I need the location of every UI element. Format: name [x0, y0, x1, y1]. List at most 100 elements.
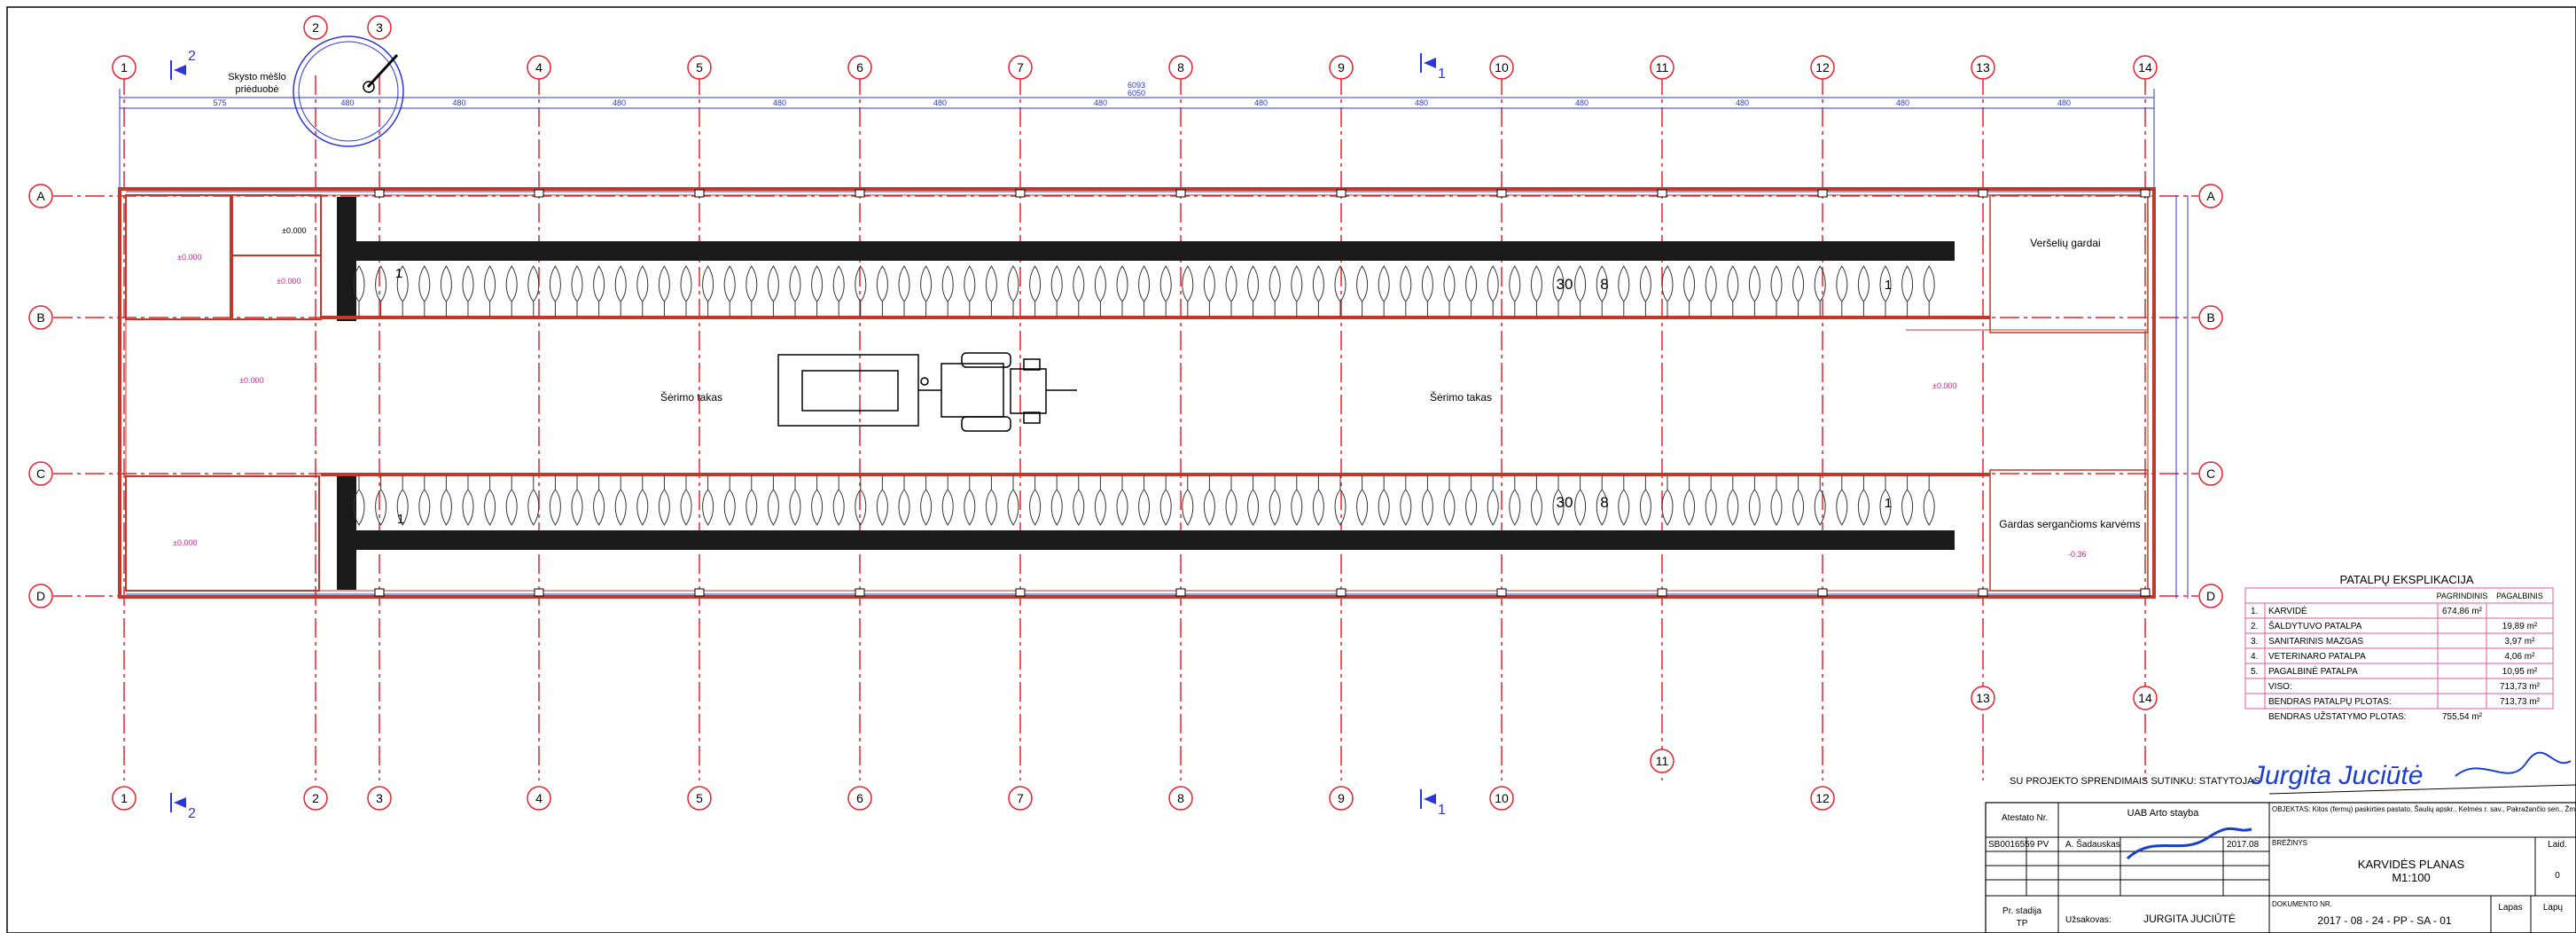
stall-cow-top — [920, 265, 933, 317]
grid-bubble — [367, 786, 392, 811]
stall-cow-top — [1291, 265, 1303, 317]
grid-bubble — [1168, 55, 1193, 80]
dim-span: 480 — [452, 98, 465, 107]
grid-label-7: 7 — [1017, 791, 1024, 805]
stall-cow-bottom — [1443, 475, 1456, 526]
level-5: ±0.000 — [173, 538, 197, 547]
grid-label-A: A — [2206, 189, 2215, 203]
grid-label-D: D — [36, 589, 45, 603]
stall-cow-bottom — [636, 475, 649, 526]
stall-cow-bottom — [527, 475, 540, 526]
stall-cow-bottom — [1116, 475, 1128, 526]
stall-cow-bottom — [1923, 475, 1935, 526]
stall-cow-top — [1421, 265, 1433, 317]
tractor-drawing — [777, 352, 1077, 432]
grid-label-12: 12 — [1815, 60, 1830, 74]
stall-cow-top — [1727, 265, 1739, 317]
section-mark-1-bottom: 1 — [1438, 803, 1446, 818]
stall-cow-bottom — [855, 475, 867, 526]
grid-bubble — [2198, 584, 2223, 608]
stage-label: Pr. stadija — [2002, 906, 2041, 916]
client-name: JURGITA JUCIŪTĖ — [2143, 913, 2236, 925]
stall-cow-top — [614, 265, 627, 317]
dim-span: 480 — [933, 98, 947, 107]
stall-cow-bottom — [680, 475, 692, 526]
stall-cow-top — [1247, 265, 1260, 317]
stall-label-1r: 1 — [1885, 278, 1892, 293]
calf-pens-label: Veršelių gardai — [2030, 237, 2100, 249]
stall-cow-top — [941, 265, 954, 317]
stall-cow-bottom — [1203, 475, 1215, 526]
stall-cow-top — [1268, 265, 1281, 317]
grid-label-2: 2 — [312, 791, 319, 805]
stall-cow-bottom — [1291, 475, 1303, 526]
grid-bubble — [1971, 686, 1995, 710]
object-text: OBJEKTAS: Kitos (fermų) paskirties pasta… — [2272, 805, 2576, 813]
designer: A. Šadauskas — [2065, 838, 2120, 850]
stall-cow-top — [440, 265, 452, 317]
stall-cow-bottom — [1029, 475, 1042, 526]
stall-cow-top — [1770, 265, 1783, 317]
stall-cow-top — [1639, 265, 1651, 317]
section-markers: 2 1 2 1 — [170, 49, 1446, 821]
grid-bubble — [367, 15, 392, 40]
stall-cow-top — [571, 265, 583, 317]
section-mark-2-top: 2 — [188, 49, 196, 64]
stall-cow-top — [811, 265, 824, 317]
column-mark — [1015, 189, 1026, 198]
stall-cow-top — [1465, 265, 1478, 317]
dim-span: 480 — [2057, 98, 2071, 107]
stall-cow-bottom — [1901, 475, 1914, 526]
stall-cow-bottom — [658, 475, 670, 526]
grid-label-9: 9 — [1338, 791, 1345, 805]
dim-span: 480 — [613, 98, 626, 107]
explication-name: PAGALBINĖ PATALPA — [2268, 665, 2358, 677]
column-mark — [2140, 189, 2151, 198]
stall-cow-top — [745, 265, 758, 317]
grid-label-13: 13 — [1976, 60, 1990, 74]
dim-span: 480 — [1254, 98, 1268, 107]
grid-label-3: 3 — [376, 791, 383, 805]
explication-name: VISO: — [2268, 682, 2292, 692]
stall-cow-bottom — [571, 475, 583, 526]
explication-no: 3. — [2251, 637, 2258, 647]
stall-cow-bottom — [1574, 475, 1587, 526]
grid-label-8: 8 — [1177, 791, 1184, 805]
grid-label-D: D — [2206, 589, 2215, 603]
explication-footer-label: BENDRAS UŽSTATYMO PLOTAS: — [2268, 710, 2407, 722]
explication-name: VETERINARO PATALPA — [2268, 652, 2366, 662]
explication-name: KARVIDĖ — [2268, 605, 2307, 616]
stall-label-30: 30 — [1557, 276, 1573, 293]
stall-cow-bottom — [418, 475, 431, 526]
stall-cow-bottom — [1509, 475, 1521, 526]
grid-bubble — [2198, 184, 2223, 208]
client-label: Užsakovas: — [2065, 915, 2112, 925]
grid-bubble — [28, 305, 53, 330]
stall-cow-top — [1530, 265, 1542, 317]
column-mark — [374, 588, 385, 597]
stall-cow-top — [484, 265, 496, 317]
dim-span: 480 — [1736, 98, 1749, 107]
explication-header-main: PAGRINDINIS — [2437, 592, 2488, 600]
client-signature: Jurgita Juciūtė — [2251, 761, 2423, 790]
stall-cow-top — [1443, 265, 1456, 317]
stall-cow-bottom — [964, 475, 976, 526]
level-3: ±0.000 — [277, 277, 301, 286]
column-mark — [534, 189, 544, 198]
design-date: 2017.08 — [2227, 840, 2260, 850]
explication-no: 5. — [2251, 667, 2258, 677]
column-mark — [855, 588, 865, 597]
grid-label-11: 11 — [1656, 754, 1669, 768]
explication-aux: 713,73 m² — [2500, 697, 2541, 707]
grid-bubble — [28, 461, 53, 486]
dim-first: 575 — [213, 98, 226, 107]
column-mark — [1175, 588, 1186, 597]
explication-row — [2244, 693, 2554, 710]
stall-cow-bottom — [375, 475, 387, 526]
stall-label-8b: 8 — [1600, 494, 1608, 511]
column-mark — [1657, 189, 1667, 198]
explication-aux: 10,95 m² — [2502, 667, 2538, 677]
grid-label-11: 11 — [1656, 60, 1669, 74]
grid-label-5: 5 — [696, 791, 703, 805]
stall-cow-bottom — [832, 475, 845, 526]
